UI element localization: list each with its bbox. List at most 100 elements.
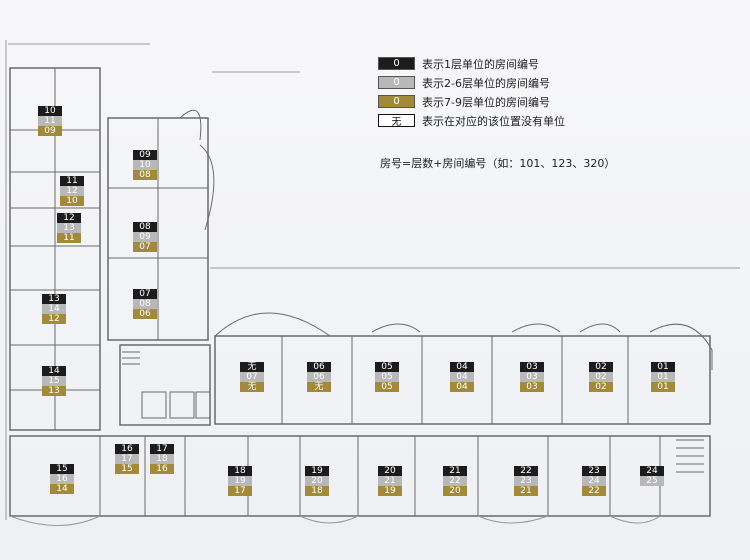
unit-floor2to6-label: 13 [57,223,81,233]
legend-swatch-floor1: 0 [378,57,415,70]
unit-floor1-label: 04 [450,362,474,372]
unit-floor7to9-label: 21 [514,486,538,496]
legend-swatch-none: 无 [378,114,415,128]
unit-floor7to9-label: 09 [38,126,62,136]
unit-floor1-label: 22 [514,466,538,476]
unit-floor2to6-label: 18 [150,454,174,464]
unit-floor2to6-label: 25 [640,476,664,486]
unit-floor2to6-label: 03 [520,372,544,382]
unit-floor2to6-label: 17 [115,454,139,464]
unit-floor7to9-label: 20 [443,486,467,496]
legend-row-floor7to9: 0 表示7-9层单位的房间编号 [378,92,708,111]
unit-floor7to9-label: 16 [150,464,174,474]
unit-floor7to9-label: 13 [42,386,66,396]
unit-floor7to9-label: 08 [133,170,157,180]
unit-floor2to6-label: 02 [589,372,613,382]
unit-floor1-label: 18 [228,466,252,476]
unit-floor2to6-label: 12 [60,186,84,196]
legend-row-floor1: 0 表示1层单位的房间编号 [378,54,708,73]
unit-floor7to9-label: 02 [589,382,613,392]
unit-floor7to9-label: 无 [307,382,331,392]
unit-floor7to9-label: 17 [228,486,252,496]
unit-floor1-label: 03 [520,362,544,372]
unit-floor7to9-label: 05 [375,382,399,392]
unit-floor1-label: 11 [60,176,84,186]
legend-row-none: 无 表示在对应的该位置没有单位 [378,111,708,130]
unit-floor7to9-label: 14 [50,484,74,494]
unit-floor7to9-label: 18 [305,486,329,496]
unit-floor7to9-label: 19 [378,486,402,496]
unit-floor1-label: 16 [115,444,139,454]
unit-floor7to9-label: 11 [57,233,81,243]
unit-floor1-label: 01 [651,362,675,372]
unit-floor1-label: 21 [443,466,467,476]
unit-floor2to6-label: 22 [443,476,467,486]
legend-row-floor2to6: 0 表示2-6层单位的房间编号 [378,73,708,92]
legend-text-floor2to6: 表示2-6层单位的房间编号 [422,76,550,90]
unit-floor7to9-label: 15 [115,464,139,474]
unit-floor2to6-label: 07 [240,372,264,382]
unit-floor2to6-label: 21 [378,476,402,486]
unit-floor2to6-label: 14 [42,304,66,314]
unit-floor1-label: 12 [57,213,81,223]
unit-floor2to6-label: 06 [307,372,331,382]
unit-floor7to9-label: 03 [520,382,544,392]
unit-floor1-label: 09 [133,150,157,160]
unit-floor2to6-label: 04 [450,372,474,382]
unit-floor2to6-label: 11 [38,116,62,126]
unit-floor1-label: 06 [307,362,331,372]
unit-floor1-label: 08 [133,222,157,232]
unit-floor2to6-label: 23 [514,476,538,486]
unit-floor7to9-label: 04 [450,382,474,392]
unit-floor1-label: 15 [50,464,74,474]
unit-floor2to6-label: 24 [582,476,606,486]
unit-floor1-label: 14 [42,366,66,376]
unit-floor7to9-label: 无 [240,382,264,392]
legend-text-floor1: 表示1层单位的房间编号 [422,57,539,71]
legend: 0 表示1层单位的房间编号 0 表示2-6层单位的房间编号 0 表示7-9层单位… [378,54,708,130]
unit-floor1-label: 无 [240,362,264,372]
unit-floor1-label: 24 [640,466,664,476]
unit-floor1-label: 19 [305,466,329,476]
legend-swatch-floor7to9: 0 [378,95,415,108]
unit-floor2to6-label: 16 [50,474,74,484]
unit-floor2to6-label: 05 [375,372,399,382]
unit-floor1-label: 23 [582,466,606,476]
unit-floor1-label: 07 [133,289,157,299]
unit-floor7to9-label: 06 [133,309,157,319]
unit-floor2to6-label: 10 [133,160,157,170]
unit-floor1-label: 05 [375,362,399,372]
unit-floor2to6-label: 19 [228,476,252,486]
unit-floor7to9-label: 22 [582,486,606,496]
unit-floor2to6-label: 08 [133,299,157,309]
unit-floor1-label: 02 [589,362,613,372]
unit-floor2to6-label: 20 [305,476,329,486]
unit-floor7to9-label: 01 [651,382,675,392]
unit-floor2to6-label: 15 [42,376,66,386]
unit-floor1-label: 10 [38,106,62,116]
legend-text-none: 表示在对应的该位置没有单位 [422,114,565,128]
